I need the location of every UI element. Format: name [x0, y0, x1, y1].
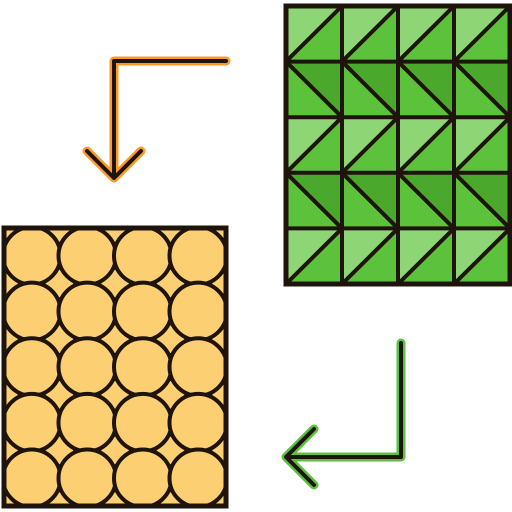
circle-pattern-tile [1, 225, 229, 509]
arrow-left-glow [281, 338, 406, 490]
circle-cell [112, 336, 174, 398]
triangle-diagonal [452, 170, 512, 231]
triangle-diagonal [452, 4, 512, 64]
triangle-grid-lines [284, 4, 512, 286]
circle-cell [167, 228, 226, 287]
triangle-diagonal [396, 226, 456, 286]
triangle-pattern-tile [283, 3, 512, 287]
triangle-diagonal [452, 115, 512, 175]
circle-tile-frame [1, 225, 229, 509]
circle-cell [56, 336, 118, 398]
circle-cell [56, 447, 118, 506]
circle-cell [112, 391, 174, 454]
circle-cell [4, 228, 63, 287]
circle-cell [56, 228, 118, 287]
triangle-diagonal [452, 59, 512, 120]
triangle-diagonal [340, 4, 400, 64]
triangle-diagonal [284, 59, 344, 120]
triangle-diagonal [396, 59, 456, 120]
circle-cell [167, 447, 226, 506]
triangle-diagonal [284, 4, 344, 64]
circle-cell [167, 391, 226, 454]
triangle-tile-frame [283, 3, 512, 287]
arrow-down-glow [82, 56, 231, 183]
arrow-down-icon [82, 56, 231, 183]
circle-cell [112, 447, 174, 506]
triangle-diagonal [340, 226, 400, 286]
circle-cell [4, 280, 63, 343]
triangle-diagonal [396, 4, 456, 64]
circle-cells [4, 228, 226, 506]
circle-cell [4, 391, 63, 454]
circle-cell [167, 336, 226, 398]
arrow-left-icon [281, 338, 406, 490]
triangle-diagonal [340, 170, 400, 231]
circle-cell [56, 391, 118, 454]
circle-cell [4, 447, 63, 506]
triangle-diagonal [396, 170, 456, 231]
circle-cell [167, 280, 226, 343]
arrow-down-line [85, 59, 228, 180]
triangle-diagonal [340, 115, 400, 175]
triangle-diagonal [340, 59, 400, 120]
circle-cell [56, 280, 118, 343]
triangle-diagonal [284, 170, 344, 231]
triangle-diagonal [284, 115, 344, 175]
triangle-diagonal [452, 226, 512, 286]
circle-cell [112, 228, 174, 287]
triangle-diagonal [284, 226, 344, 286]
arrow-left-line [284, 341, 403, 487]
circle-cell [112, 280, 174, 343]
triangle-diagonal [396, 115, 456, 175]
circle-cell [4, 336, 63, 398]
